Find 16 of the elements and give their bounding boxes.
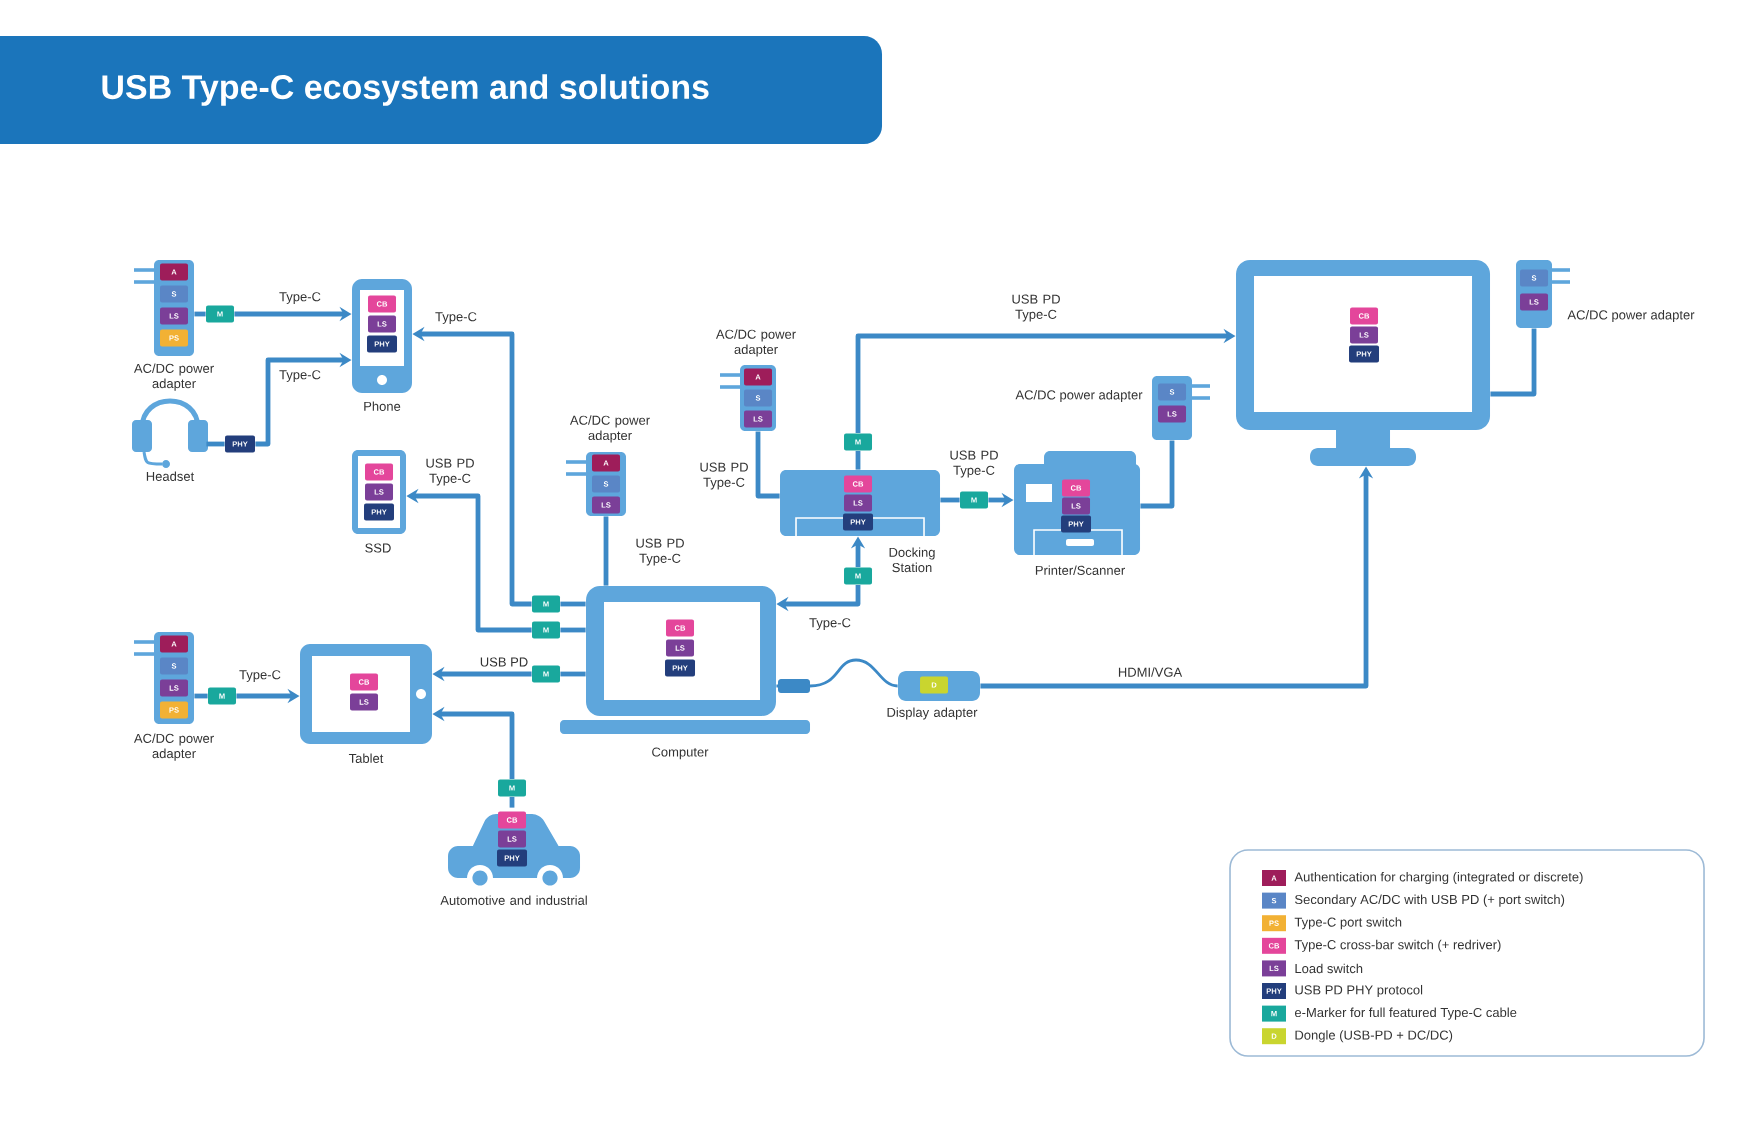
- monitor-drawing: [1236, 260, 1490, 466]
- connector-line: [940, 497, 960, 503]
- connector-line: [1140, 440, 1175, 509]
- connector-line: [560, 671, 586, 677]
- connector-line: [1490, 328, 1537, 397]
- connector-line: [755, 431, 780, 499]
- connector-line: [194, 311, 206, 317]
- title-banner: USB Type-C ecosystem and solutions: [0, 36, 882, 144]
- connector-line: [603, 516, 609, 586]
- connector-line: [560, 627, 586, 633]
- connector-line: [206, 441, 225, 447]
- connector-line: [560, 601, 586, 607]
- connector-line: [855, 450, 861, 470]
- cable: [776, 658, 898, 693]
- connector-line: [194, 693, 208, 699]
- connector-line: [509, 796, 515, 808]
